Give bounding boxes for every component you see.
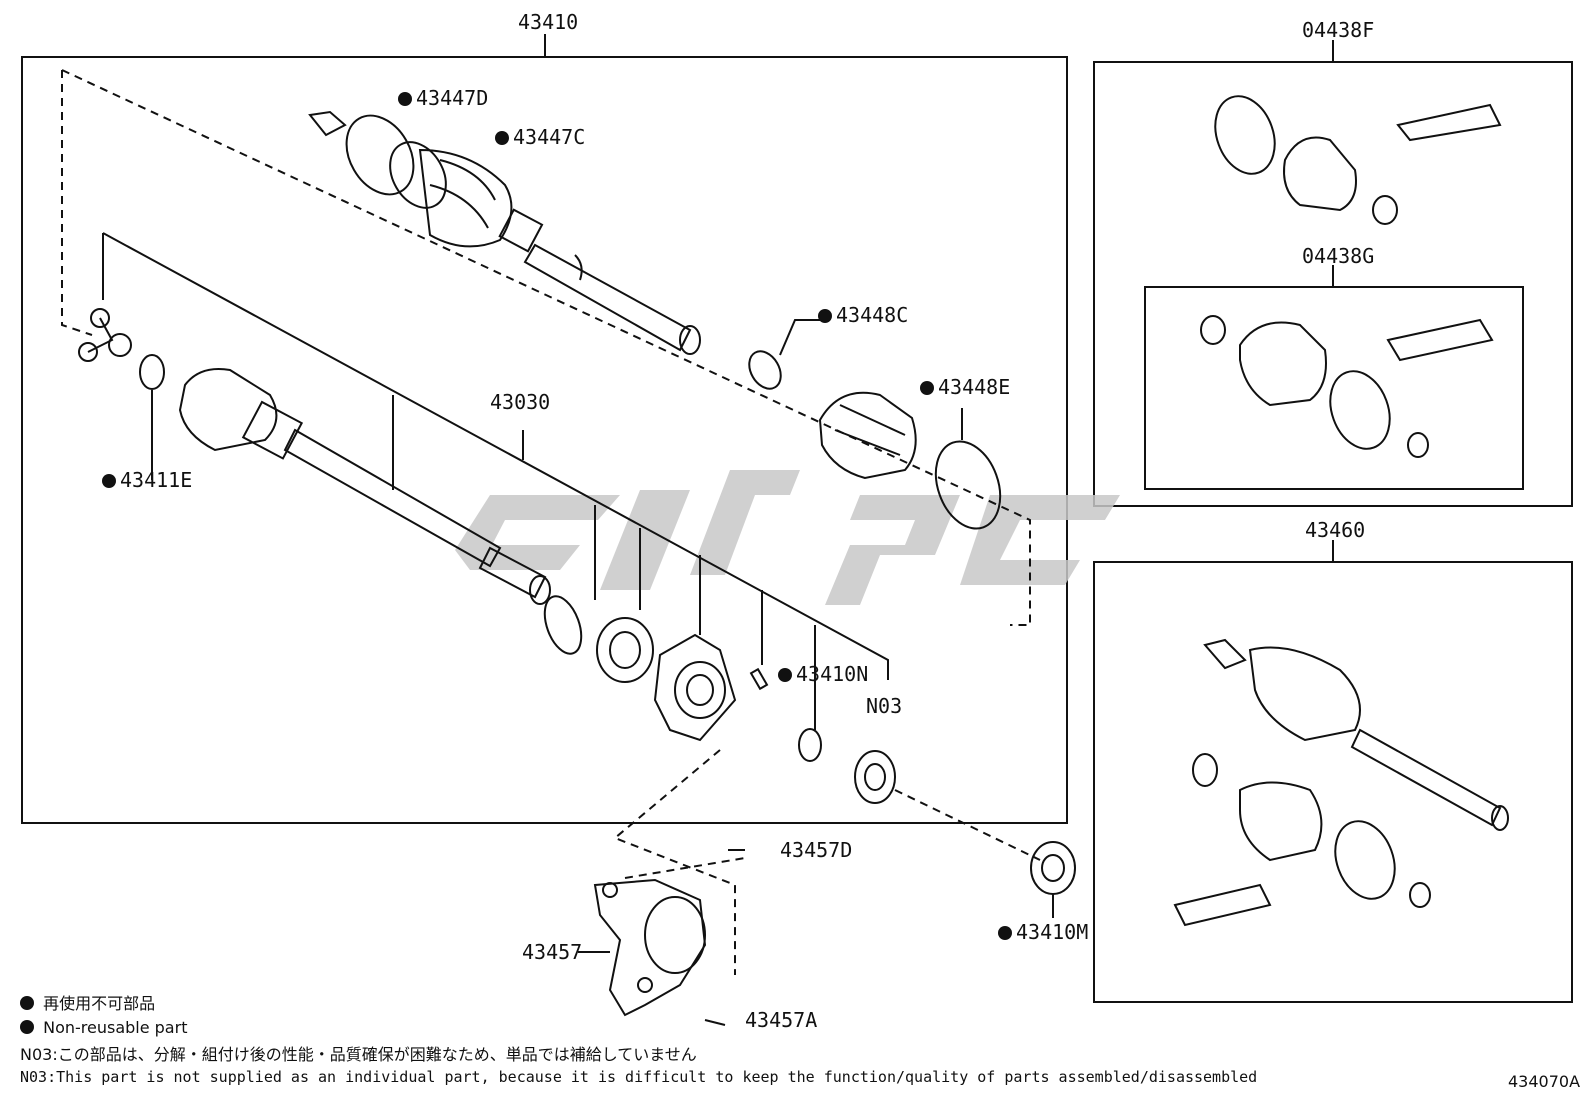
non-reusable-dot-icon [778, 668, 792, 682]
upper-driveshaft [308, 110, 701, 355]
non-reusable-dot-icon [398, 92, 412, 106]
label-43448E[interactable]: 43448E [920, 377, 1010, 397]
label-43410N[interactable]: 43410N [778, 664, 868, 684]
label-N03[interactable]: N03 [866, 694, 903, 718]
legend-en: Non-reusable part [20, 1020, 187, 1036]
label-04438G[interactable]: 04438G [1302, 244, 1375, 268]
non-reusable-dot-icon [998, 926, 1012, 940]
label-43030[interactable]: 43030 [490, 390, 551, 414]
frame-43410 [21, 56, 1068, 824]
note-n03-en: N03:This part is not supplied as an indi… [20, 1068, 1258, 1086]
non-reusable-dot-icon [20, 996, 34, 1010]
label-43447C[interactable]: 43447C [495, 127, 585, 147]
non-reusable-dot-icon [495, 131, 509, 145]
kit-04438F-parts [1214, 95, 1502, 225]
clip [798, 728, 822, 762]
frame-04438G [1144, 286, 1524, 490]
non-reusable-dot-icon [20, 1020, 34, 1034]
note-n03-jp: N03:この部品は、分解・組付け後の性能・品質確保が困難なため、単品では補給して… [20, 1045, 697, 1064]
snap-ring [543, 595, 583, 655]
label-43411E[interactable]: 43411E [102, 470, 192, 490]
boot-43448E [818, 391, 1002, 530]
bracket-43457 [578, 849, 745, 1026]
diagram-code: 434070A [1508, 1072, 1581, 1091]
label-04438F[interactable]: 04438F [1302, 18, 1375, 42]
label-43457A[interactable]: 43457A [745, 1008, 818, 1032]
lower-driveshaft [178, 368, 551, 605]
non-reusable-dot-icon [920, 381, 934, 395]
clamp-43448C [748, 350, 782, 390]
tripod-joint [78, 308, 132, 362]
bearing-bracket [653, 633, 737, 742]
watermark-logo [455, 470, 1120, 605]
kit-43460-parts [1173, 638, 1509, 927]
label-43410[interactable]: 43410 [518, 10, 579, 34]
label-43410M[interactable]: 43410M [998, 922, 1088, 942]
snap-ring-43411E [139, 354, 165, 390]
legend-jp: 再使用不可部品 [20, 996, 155, 1012]
label-43460[interactable]: 43460 [1305, 518, 1366, 542]
label-43457D[interactable]: 43457D [780, 838, 853, 862]
seal-43410M [1030, 841, 1076, 895]
label-43447D[interactable]: 43447D [398, 88, 488, 108]
non-reusable-dot-icon [102, 474, 116, 488]
bearing [596, 617, 654, 683]
oil-seal [854, 750, 896, 804]
non-reusable-dot-icon [818, 309, 832, 323]
frame-43460 [1093, 561, 1573, 1003]
kit-04438G-parts [1200, 315, 1494, 458]
label-43448C[interactable]: 43448C [818, 305, 908, 325]
label-43457[interactable]: 43457 [522, 940, 583, 964]
